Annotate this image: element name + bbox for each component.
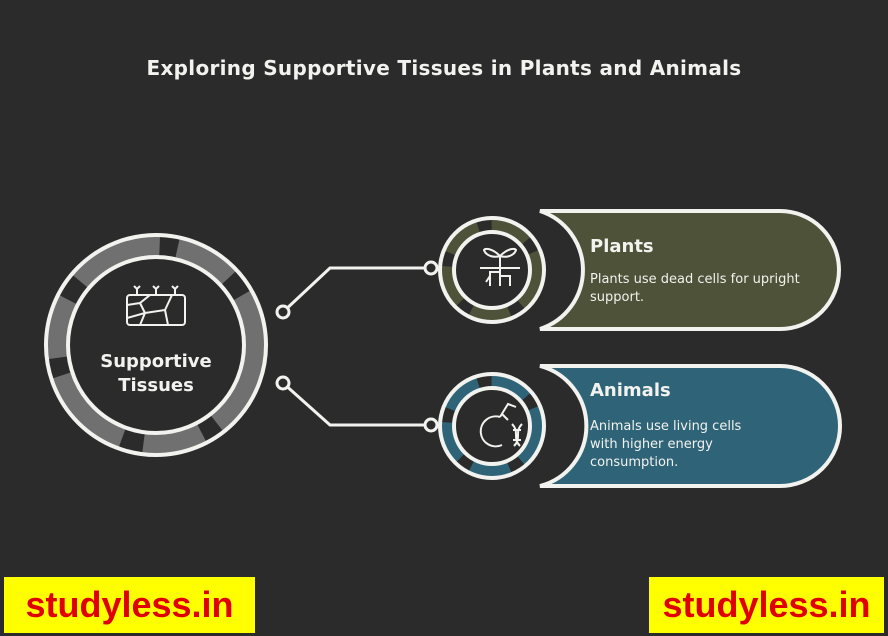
tissue-cells-icon [126,285,186,326]
page-title: Exploring Supportive Tissues in Plants a… [146,56,742,80]
plants-description: Plants use dead cells for upright suppor… [590,272,800,305]
connector-plants [275,260,439,320]
watermark-left: studyless.in [4,577,255,633]
apple-dna-icon [479,402,523,448]
plants-title: Plants [590,236,654,257]
connector-animals [275,375,439,433]
plants-card [438,209,841,331]
center-label-line2: Tissues [118,375,194,396]
center-label-line1: Supportive [100,351,212,372]
center-hub-label: Supportive Tissues [76,350,236,398]
watermark-right: studyless.in [649,577,884,633]
animals-description: Animals use living cells with higher ene… [590,419,742,470]
center-hub [44,233,268,457]
sprout-roots-icon [480,247,520,286]
animals-card [438,364,842,488]
animals-title: Animals [590,380,671,401]
